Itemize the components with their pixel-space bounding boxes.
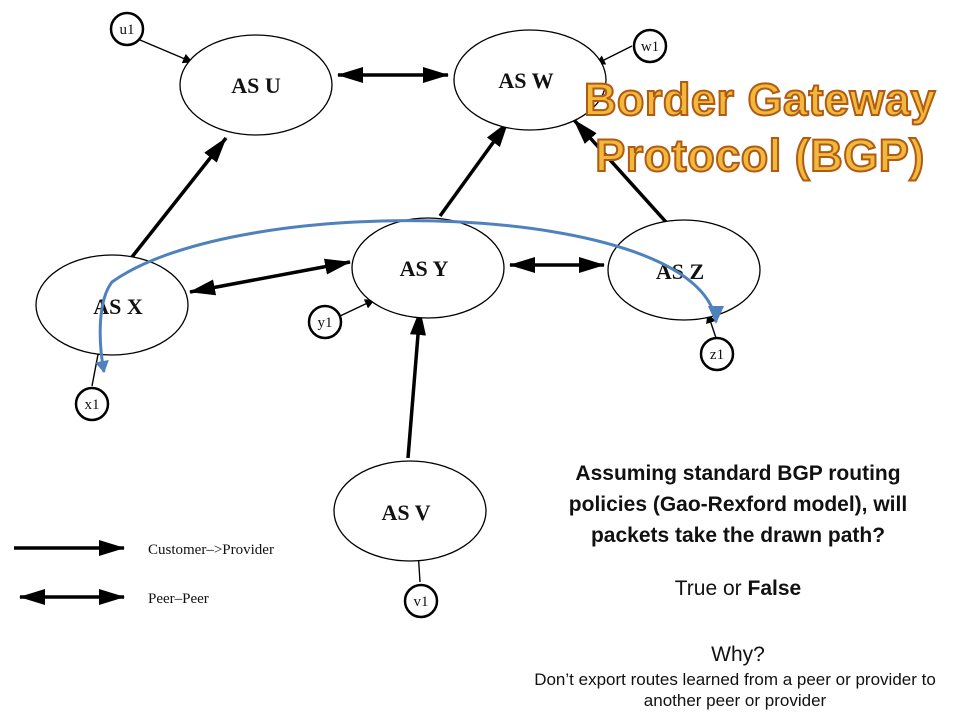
drawn-path-start-head <box>708 306 724 324</box>
y1-node <box>307 304 343 340</box>
as-y-node <box>351 217 505 319</box>
w1-label: w1 <box>641 39 659 55</box>
z1-node <box>699 336 735 372</box>
v1-label: v1 <box>414 594 429 610</box>
edge-x-to-u <box>126 136 228 264</box>
x1-node <box>74 386 110 422</box>
y1-label: y1 <box>318 315 333 331</box>
x1-label: x1 <box>85 397 100 413</box>
as-v-label: AS V <box>381 500 430 525</box>
legend-customer-provider-label: Customer–>Provider <box>148 542 274 558</box>
answer-or: or <box>723 577 742 600</box>
title-line-1: Border Gateway <box>583 73 937 126</box>
v1-node <box>403 583 439 619</box>
edge-v-to-y <box>406 309 426 459</box>
as-u-node <box>179 34 333 136</box>
title-line-2: Protocol (BGP) <box>594 129 925 182</box>
edge-x-y-peer <box>189 258 351 296</box>
as-y-label: AS Y <box>400 256 449 281</box>
as-v-node <box>333 460 487 562</box>
edge-y1-to-y <box>339 299 375 317</box>
u1-node <box>109 11 145 47</box>
why-heading: Why? <box>711 643 765 666</box>
explanation-text: Don’t export routes learned from a peer … <box>534 670 936 710</box>
edge-z1-to-z <box>706 313 717 339</box>
edge-z-to-w <box>572 118 668 224</box>
w1-node <box>632 28 668 64</box>
as-x-node <box>35 254 189 356</box>
drawn-path-arrow <box>95 219 718 373</box>
answer-false: False <box>747 577 802 600</box>
slide-title: Border Gateway Protocol (BGP) <box>560 72 960 184</box>
edge-y-to-w <box>438 120 510 218</box>
u1-label: u1 <box>120 22 135 38</box>
question-text: Assuming standard BGP routing policies (… <box>568 462 908 547</box>
as-w-node <box>453 29 607 131</box>
answer-true: True <box>674 577 718 600</box>
as-u-label: AS U <box>231 73 281 98</box>
as-w-label: AS W <box>498 68 553 93</box>
answer-line: True or False <box>548 577 928 601</box>
edge-w1-to-w <box>595 45 633 65</box>
z1-label: z1 <box>710 347 724 363</box>
legend-peer-peer-label: Peer–Peer <box>148 591 209 607</box>
as-z-node <box>607 219 761 321</box>
edge-u1-to-u <box>139 39 193 64</box>
